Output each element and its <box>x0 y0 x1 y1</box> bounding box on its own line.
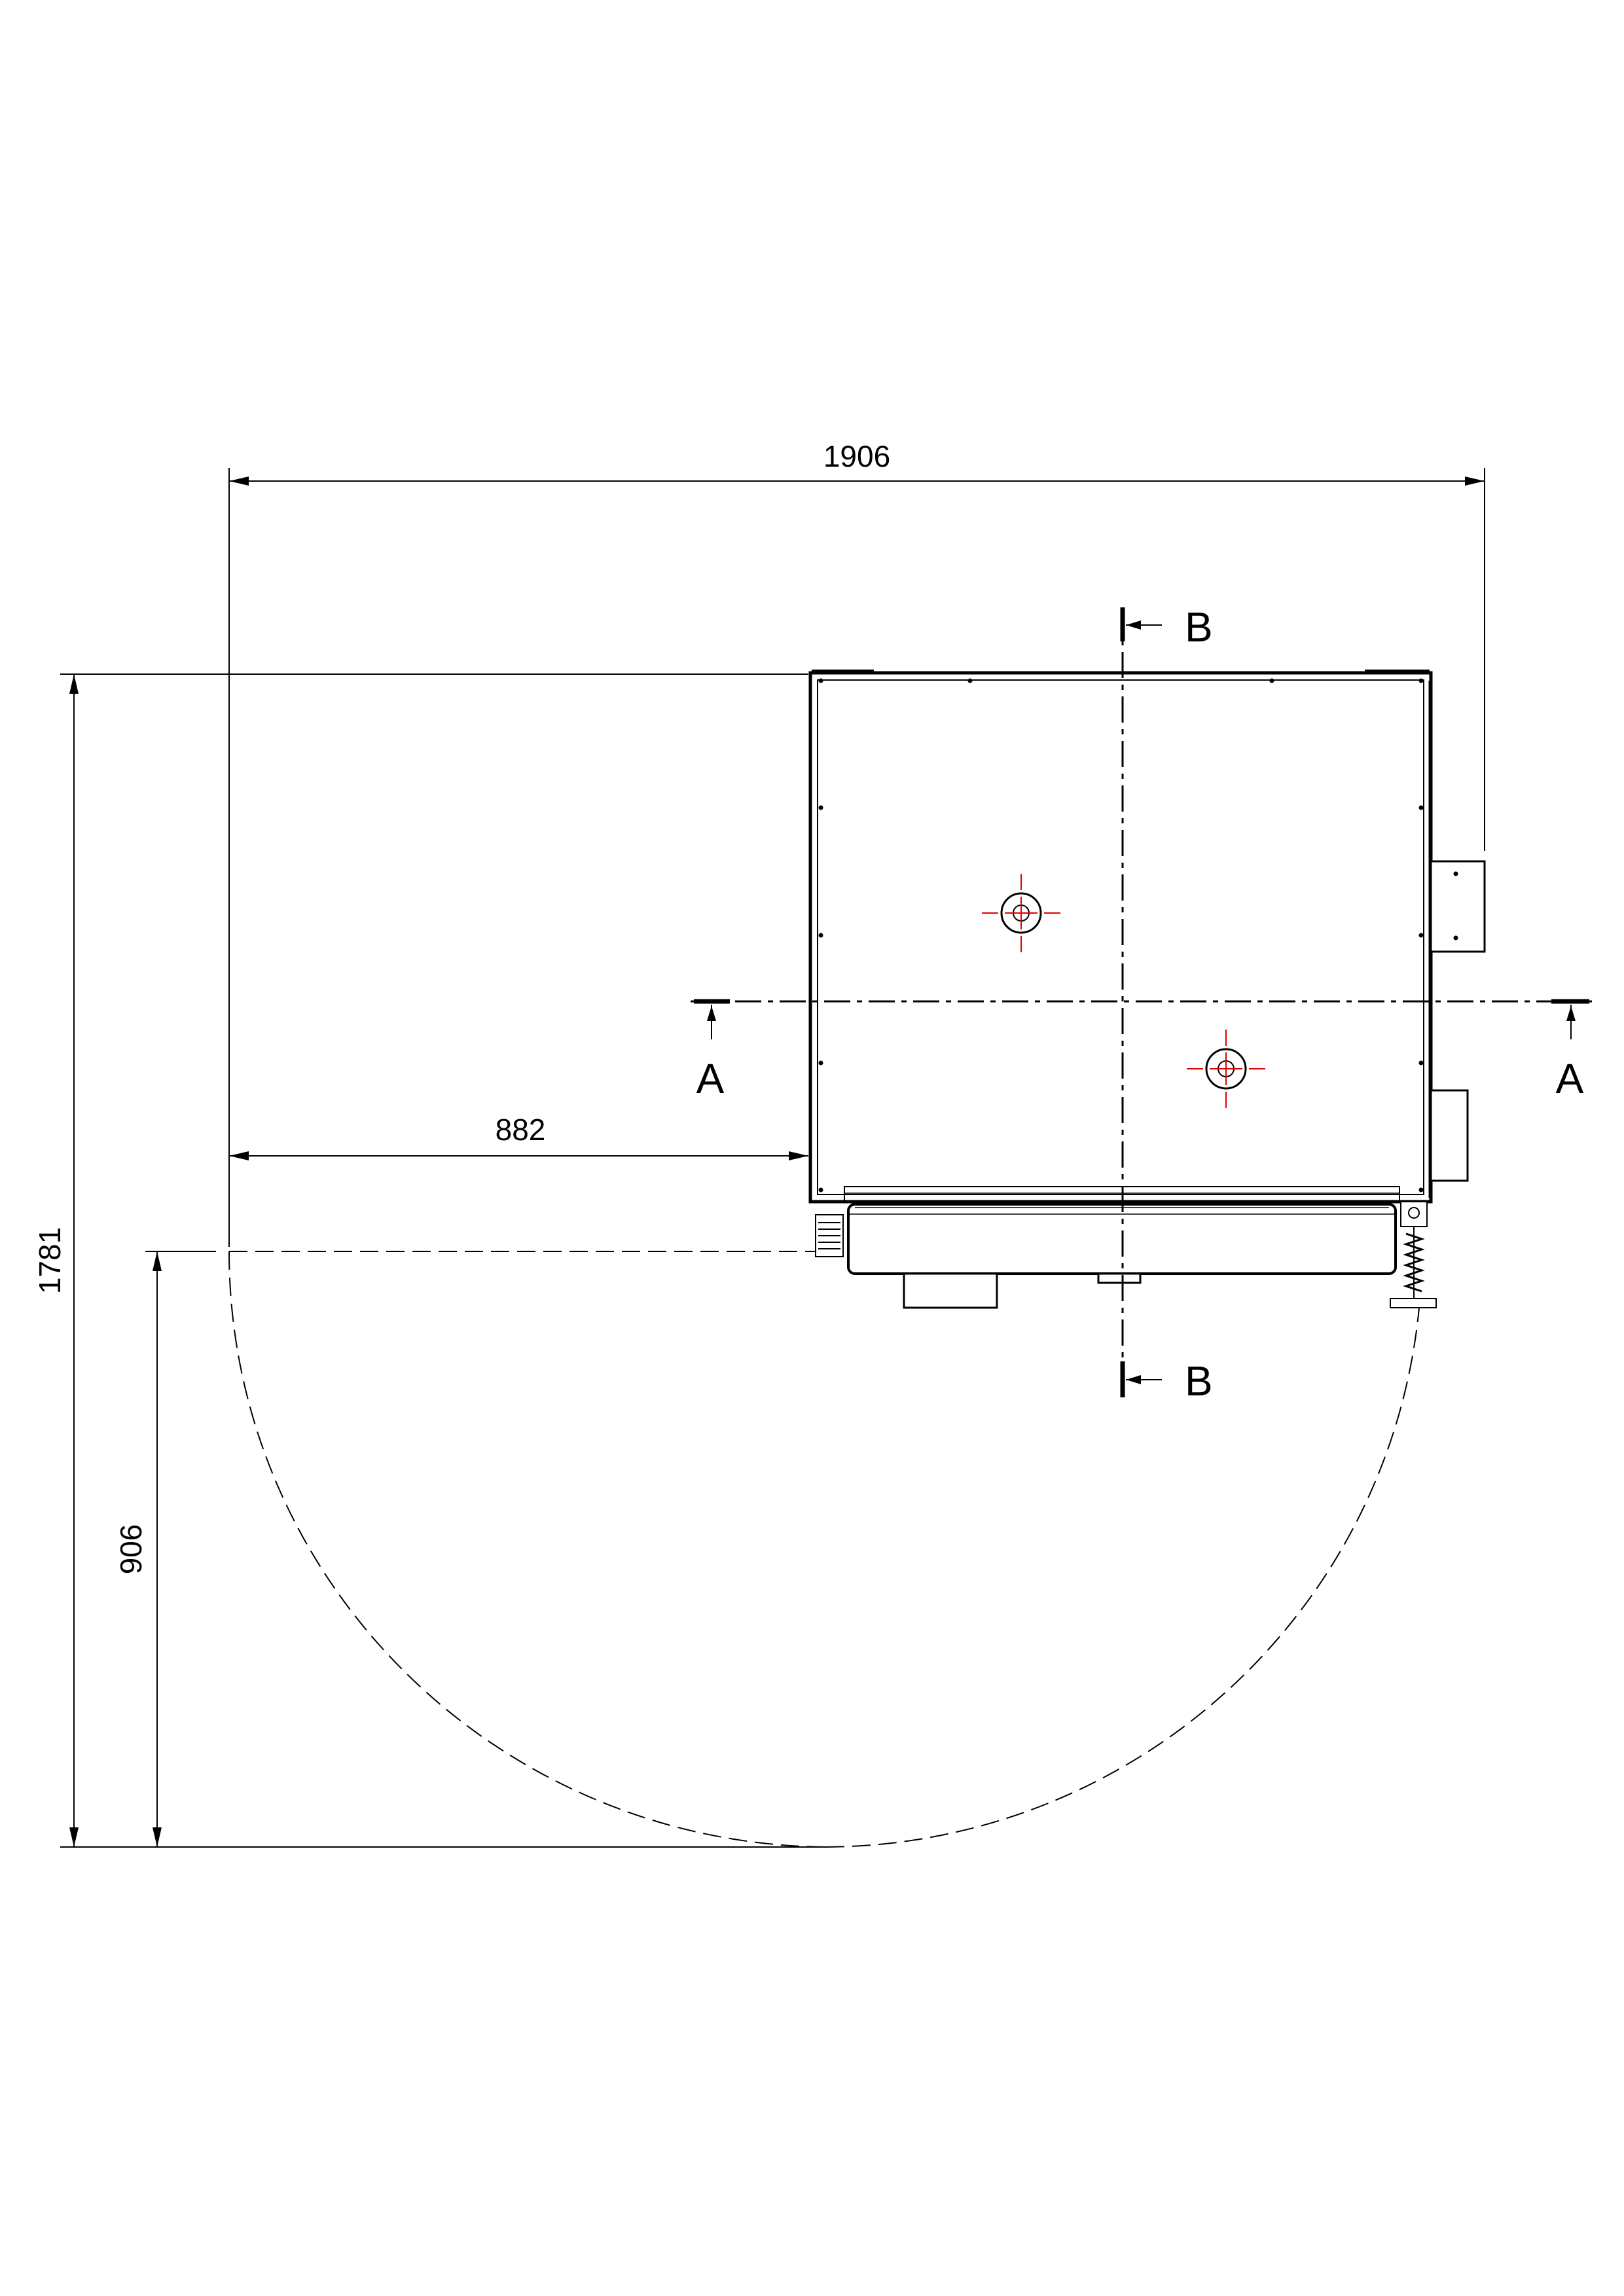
unit-body <box>808 670 1433 1204</box>
dimension-label-overall-depth: 1781 <box>33 1227 67 1294</box>
section-line-a <box>691 999 1592 1039</box>
side-connection-box-upper <box>1430 860 1486 953</box>
dimension-label-door-swing: 906 <box>114 1524 148 1575</box>
dimension-door-swing <box>145 1251 216 1847</box>
drain-upper <box>982 874 1060 952</box>
side-box-dots <box>1453 871 1458 941</box>
section-line-b <box>1120 607 1162 1397</box>
door-swing-arc <box>228 1251 1420 1848</box>
fastener-dots <box>818 678 1424 1193</box>
door-handle <box>903 1272 1142 1309</box>
section-label-b-top: B <box>1185 603 1213 651</box>
dimension-overall-width <box>228 468 1485 1247</box>
drain-lower <box>1187 1030 1265 1108</box>
section-label-a-right: A <box>1556 1055 1584 1102</box>
dimension-offset-left <box>229 1151 808 1160</box>
dimension-label-offset-left: 882 <box>496 1113 546 1147</box>
hinge-left <box>815 1214 844 1257</box>
dimension-overall-depth <box>60 673 826 1848</box>
side-connection-box-lower <box>1430 1089 1469 1182</box>
dimension-label-overall-width: 1906 <box>823 439 890 473</box>
centermark-lower <box>1187 1030 1265 1108</box>
centermark-upper <box>982 874 1060 952</box>
section-label-b-bottom: B <box>1185 1357 1213 1405</box>
spring-hinge-right <box>1390 1201 1437 1308</box>
section-label-a-left: A <box>696 1055 725 1102</box>
